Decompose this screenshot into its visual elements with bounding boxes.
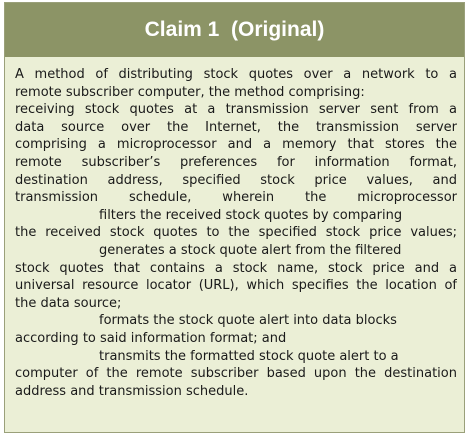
claim-line: destination address, specified stock pri…: [15, 172, 457, 188]
claim-line: transmits the formatted stock quote aler…: [99, 348, 399, 364]
claim-line: according to said information format; an…: [15, 330, 287, 346]
claim-text: A method of distributing stock quotes ov…: [15, 66, 457, 400]
claim-line: data source over the Internet, the trans…: [15, 119, 457, 135]
claim-line: comprising a microprocessor and a memory…: [15, 137, 457, 153]
claim-line: remote subscriber computer, the method c…: [15, 84, 365, 100]
claim-title: Claim 1 (Original): [144, 18, 325, 41]
claim-line: filters the received stock quotes by com…: [99, 207, 403, 223]
claim-header: Claim 1 (Original): [5, 3, 464, 57]
claim-line: generates a stock quote alert from the f…: [99, 242, 402, 258]
claim-panel: Claim 1 (Original) A method of distribut…: [4, 2, 465, 433]
claim-line: universal resource locator (URL), which …: [15, 278, 457, 294]
claim-line: formats the stock quote alert into data …: [99, 313, 397, 329]
claim-line: the received stock quotes to the specifi…: [15, 225, 457, 241]
claim-line: receiving stock quotes at a transmission…: [15, 102, 457, 118]
claim-line: A method of distributing stock quotes ov…: [15, 67, 457, 82]
claim-line: the data source;: [15, 295, 122, 311]
claim-line: stock quotes that contains a stock name,…: [15, 260, 457, 276]
claim-line: address and transmission schedule.: [15, 383, 249, 399]
claim-line: remote subscriber’s preferences for info…: [15, 154, 457, 170]
claim-line: transmission schedule, wherein the micro…: [15, 190, 457, 206]
claim-line: computer of the remote subscriber based …: [15, 366, 457, 382]
